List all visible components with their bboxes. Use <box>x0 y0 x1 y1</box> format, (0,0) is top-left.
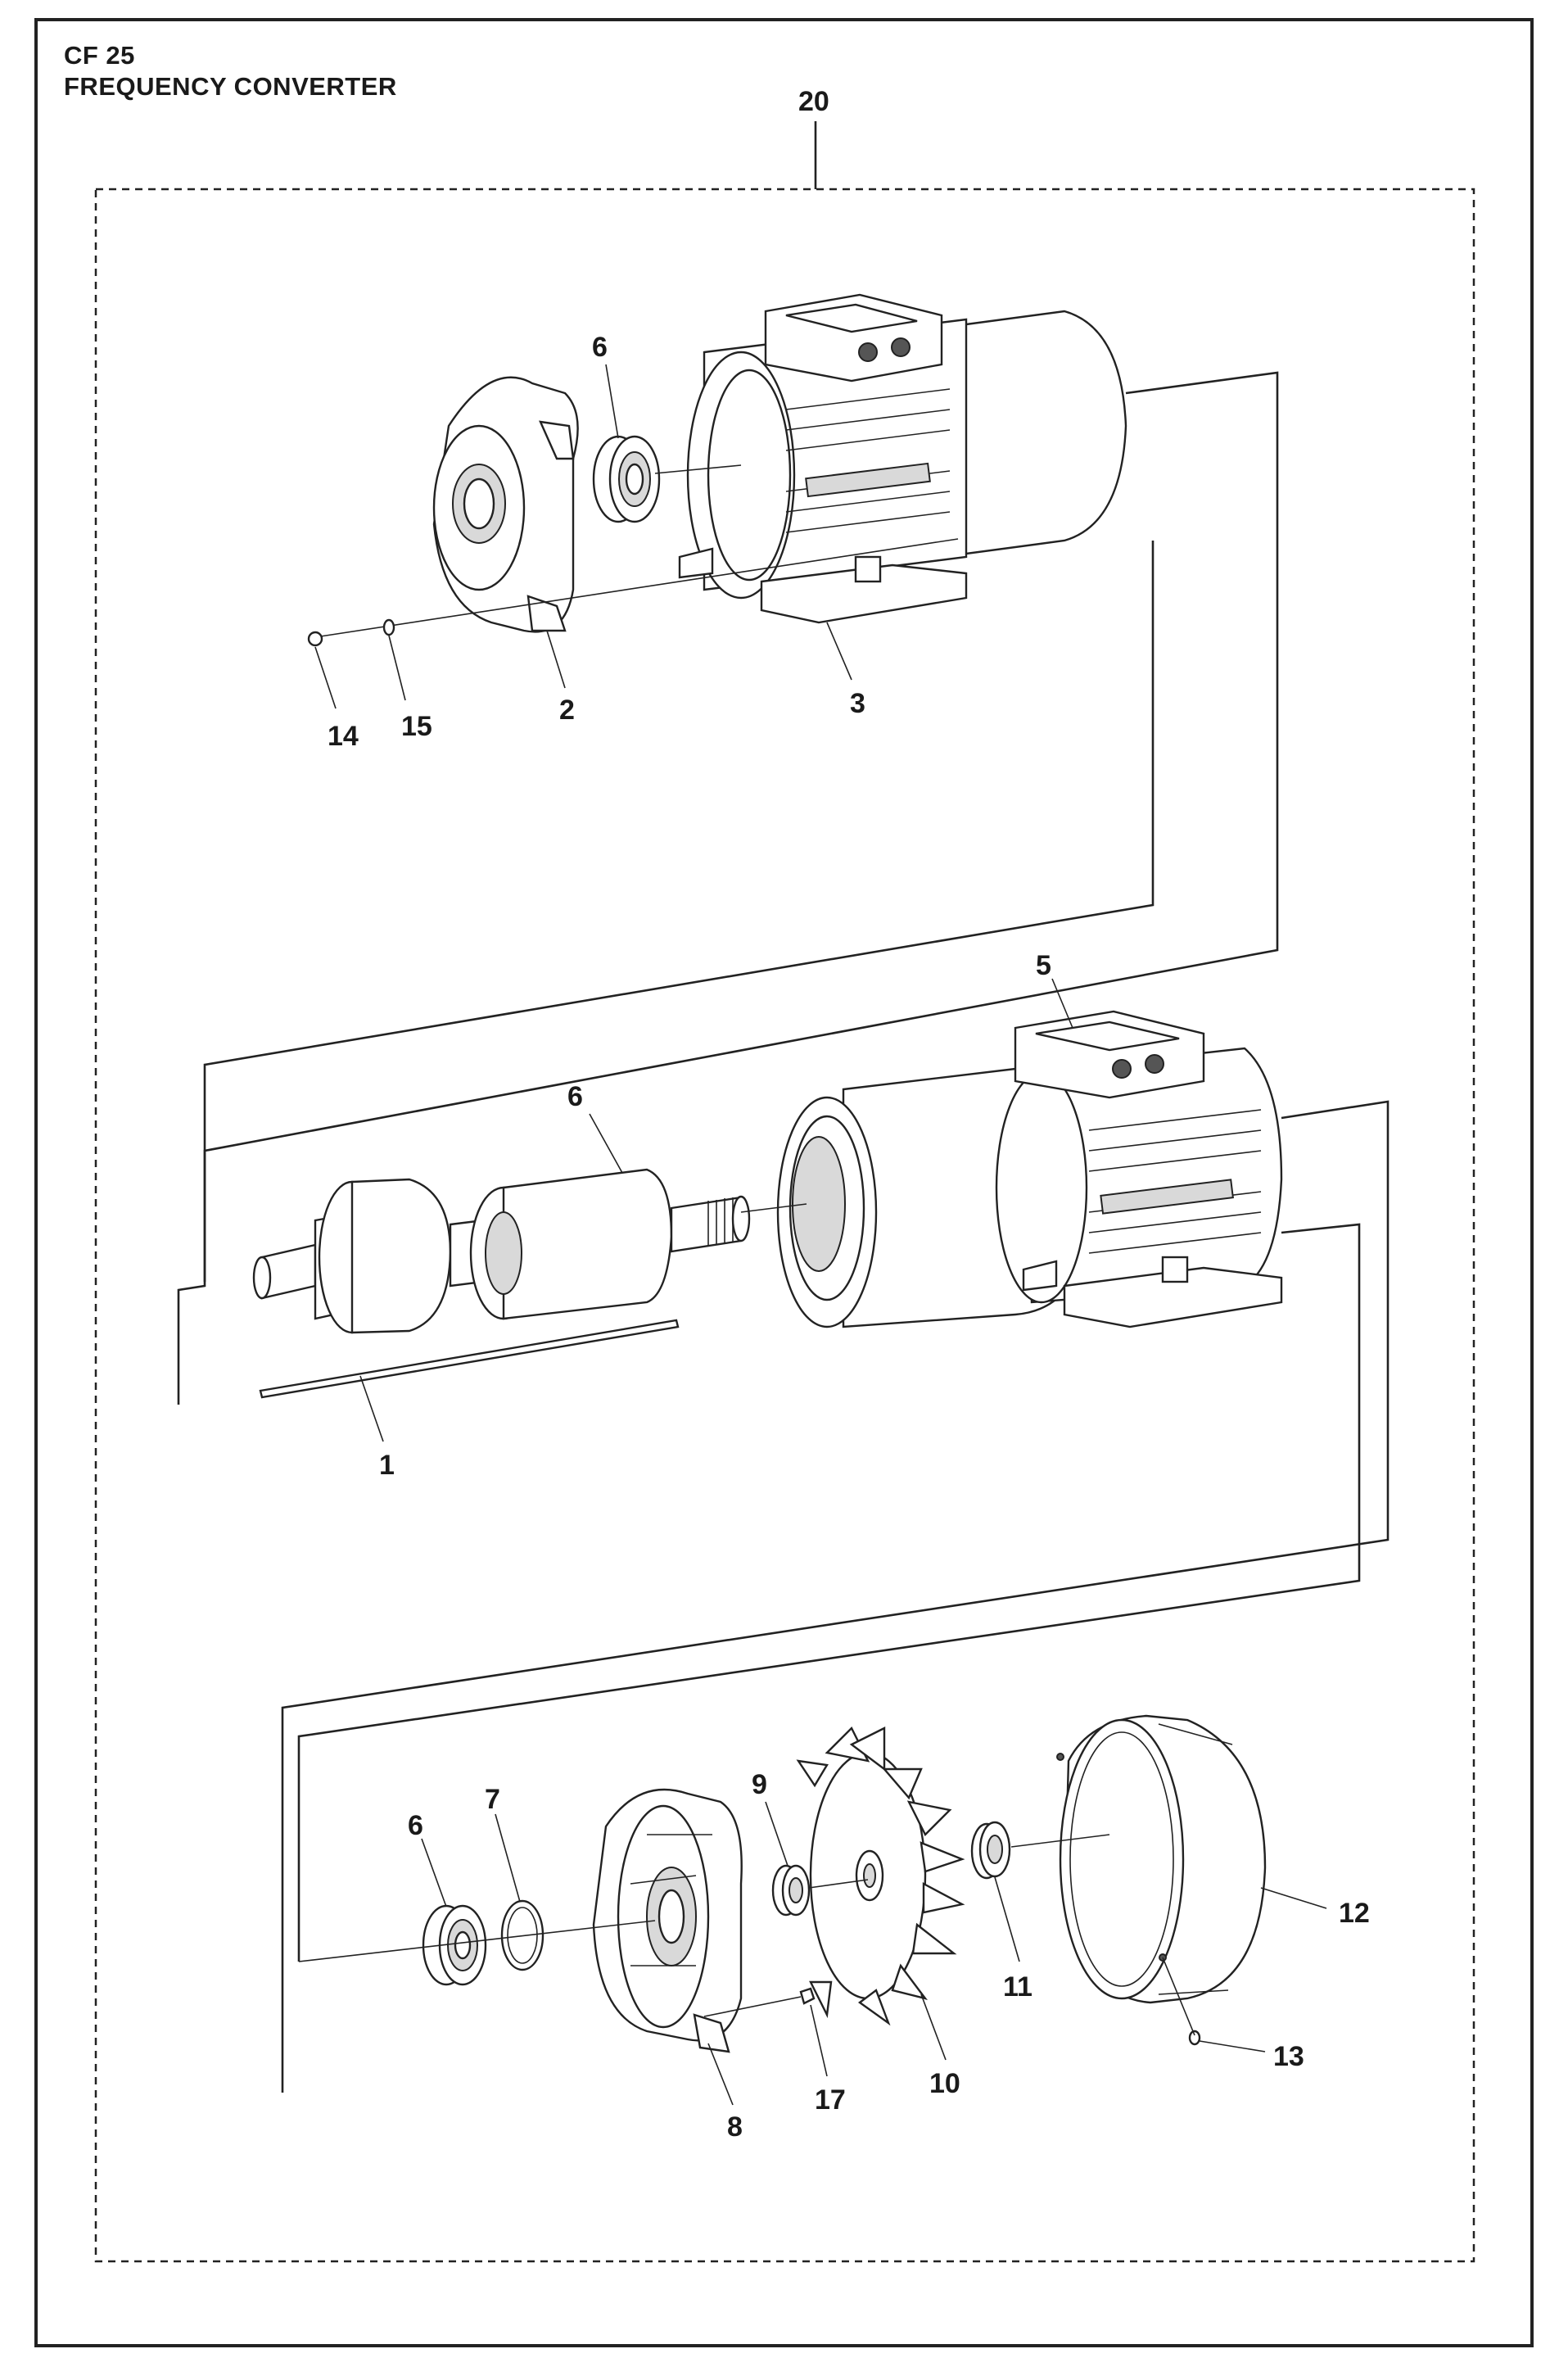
leader-12 <box>1260 1887 1327 1909</box>
leader-7 <box>495 1813 521 1903</box>
leader-6a <box>605 364 619 439</box>
leader-6b <box>589 1113 623 1174</box>
outer-frame <box>34 18 1534 2347</box>
callout-6-bottom: 6 <box>408 1810 423 1841</box>
bolt-axis-bottom <box>703 1996 802 2017</box>
callout-17: 17 <box>815 2084 846 2116</box>
callout-12: 12 <box>1339 1898 1370 1929</box>
assembly-boundary <box>94 188 1475 2263</box>
leader-17 <box>810 2004 828 2077</box>
callout-3: 3 <box>850 688 865 719</box>
rotor-assembly <box>252 1168 751 1334</box>
screw-13 <box>1188 2030 1201 2046</box>
model-title: CF 25 <box>64 41 135 70</box>
stator-housing <box>776 1010 1283 1328</box>
washer-11 <box>970 1821 1011 1880</box>
callout-5: 5 <box>1036 950 1051 981</box>
leader-3 <box>826 622 852 681</box>
nut-14 <box>307 631 323 647</box>
leader-9 <box>765 1801 789 1867</box>
callout-11: 11 <box>1003 1971 1033 2003</box>
screw-axis-13 <box>1162 1957 1195 2036</box>
spacer-9 <box>771 1864 811 1917</box>
callout-6-middle: 6 <box>567 1081 583 1112</box>
diagram-subtitle: FREQUENCY CONVERTER <box>64 72 397 101</box>
leader-8 <box>707 2043 734 2106</box>
group-frame-2 <box>203 541 1155 1282</box>
axis-middle <box>740 1203 807 1213</box>
bearing-bottom <box>422 1904 487 1986</box>
callout-6-top: 6 <box>592 332 608 363</box>
leader-10 <box>920 1994 947 2061</box>
axis-bottom-2 <box>808 1879 869 1889</box>
motor-housing-top <box>678 293 1127 624</box>
leader-14 <box>314 646 337 709</box>
washer-15 <box>382 618 395 636</box>
fan-cover-12 <box>1056 1714 1267 2004</box>
screw-17 <box>799 1987 816 2005</box>
group-frame-3 <box>281 1100 1390 2093</box>
callout-9: 9 <box>752 1769 767 1800</box>
bearing-top <box>592 435 661 523</box>
bolt-axis-top <box>314 538 959 638</box>
leader-5 <box>1051 978 1073 1029</box>
axis-bottom-3 <box>1010 1834 1110 1848</box>
callout-1: 1 <box>379 1450 395 1481</box>
leader-1 <box>359 1375 384 1442</box>
leader-6c <box>421 1838 447 1908</box>
leader-13 <box>1199 2040 1266 2052</box>
axis-top <box>654 464 742 474</box>
callout-10: 10 <box>929 2068 960 2099</box>
leader-2 <box>546 630 566 689</box>
callout-15: 15 <box>401 711 432 742</box>
shaft-key-1 <box>259 1319 680 1399</box>
callout-14: 14 <box>328 721 359 752</box>
callout-7: 7 <box>485 1784 500 1815</box>
callout-20: 20 <box>798 86 829 117</box>
group-frame-4 <box>297 1223 1361 1962</box>
callout-13: 13 <box>1273 2041 1304 2072</box>
axis-bottom <box>298 1920 656 1962</box>
callout-2: 2 <box>559 695 575 726</box>
leader-11 <box>994 1876 1020 1962</box>
callout-8: 8 <box>727 2111 743 2143</box>
end-shield-front <box>432 376 579 633</box>
leader-15 <box>388 635 406 701</box>
cooling-fan-10 <box>796 1726 965 2026</box>
end-shield-rear <box>592 1788 743 2053</box>
